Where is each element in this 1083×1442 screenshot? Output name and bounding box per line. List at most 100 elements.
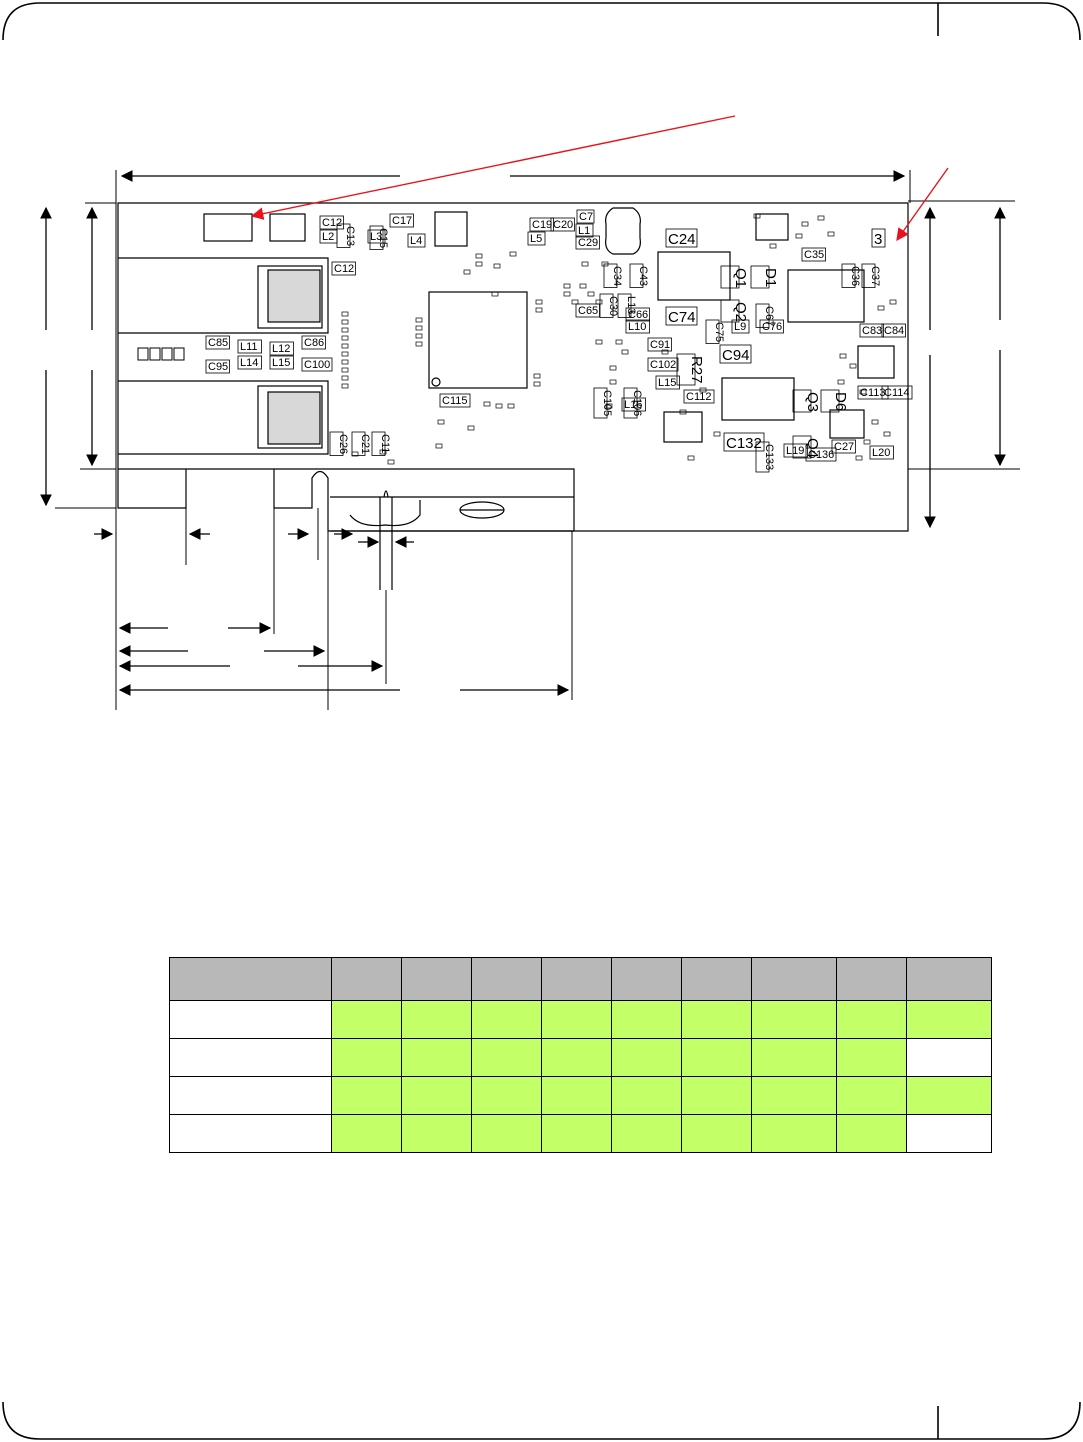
ic-top-left-2 xyxy=(269,213,306,242)
callout-arrows xyxy=(250,115,949,242)
component-label-l11: L11 xyxy=(240,341,258,353)
smd-pad xyxy=(595,299,603,305)
component-label-c74: C74 xyxy=(668,309,696,326)
spec-cell-2-8 xyxy=(836,1076,907,1115)
smd-pad xyxy=(475,261,483,267)
ic-small-1 xyxy=(755,213,789,241)
component-outline-q1 xyxy=(720,265,740,289)
component-outline-c115 xyxy=(439,393,471,408)
smd-pad xyxy=(753,213,761,219)
smd-pad xyxy=(533,381,541,387)
spec-cell-3-4 xyxy=(541,1114,612,1153)
component-label-l3: L3 xyxy=(370,231,382,243)
spec-cell-1-1 xyxy=(331,1038,402,1077)
component-label-c100: C100 xyxy=(304,359,330,371)
smd-pad xyxy=(483,401,491,407)
smd-pad xyxy=(795,233,803,239)
component-label-c84: C84 xyxy=(884,325,904,337)
smd-pad xyxy=(571,299,579,305)
component-label-c24: C24 xyxy=(668,231,696,248)
component-outline-l10 xyxy=(625,319,650,334)
smd-pad xyxy=(533,373,541,379)
spec-cell-1-4 xyxy=(541,1038,612,1077)
smd-pad xyxy=(341,375,349,381)
spec-header-cell-2 xyxy=(401,957,472,1001)
smd-pad xyxy=(341,319,349,325)
component-outline-l16 xyxy=(621,397,646,412)
smd-pad xyxy=(579,283,587,289)
spec-cell-3-5 xyxy=(611,1114,682,1153)
left-component-strip xyxy=(137,347,185,361)
component-outline-c19 xyxy=(529,217,554,232)
spec-header-cell-4 xyxy=(541,957,612,1001)
component-outline-c26 xyxy=(329,431,344,456)
component-label-r27: R27 xyxy=(688,356,705,384)
spec-header-cell-1 xyxy=(331,957,402,1001)
component-outline-d6 xyxy=(820,389,840,413)
main-processor xyxy=(428,291,528,389)
smd-pad xyxy=(837,379,845,385)
smd-pad xyxy=(609,365,617,371)
component-outline-c21 xyxy=(351,431,366,456)
smd-pad xyxy=(493,263,501,269)
component-outline-c86 xyxy=(301,335,326,350)
spec-cell-2-1 xyxy=(331,1076,402,1115)
component-outline-c17 xyxy=(389,213,414,228)
spec-cell-2-5 xyxy=(611,1076,682,1115)
component-label-l1: L1 xyxy=(578,225,590,237)
component-outline-c27 xyxy=(831,439,856,454)
spec-cell-2-6 xyxy=(681,1076,752,1115)
spec-cell-0-2 xyxy=(401,1000,472,1039)
spec-cell-0-3 xyxy=(471,1000,542,1039)
spec-cell-0-0 xyxy=(169,1000,332,1039)
component-outline-c29 xyxy=(575,235,600,250)
smd-pads xyxy=(341,213,897,465)
ic-power-1 xyxy=(657,251,731,301)
component-label-l14: L14 xyxy=(240,357,258,369)
component-outline-l2 xyxy=(319,229,338,244)
component-outline-q4 xyxy=(792,435,812,459)
spec-header-cell-3 xyxy=(471,957,542,1001)
component-label-l4: L4 xyxy=(410,235,422,247)
component-label-c94: C94 xyxy=(722,347,750,364)
smd-pad xyxy=(871,419,879,425)
component-label-l9: L9 xyxy=(734,321,746,333)
component-label-c115: C115 xyxy=(442,395,467,407)
spec-cell-2-7 xyxy=(751,1076,837,1115)
spec-header-cell-5 xyxy=(611,957,682,1001)
component-outline-c43 xyxy=(629,263,644,288)
smd-pad xyxy=(341,359,349,365)
port-lower xyxy=(118,380,329,455)
component-outline-q2 xyxy=(720,299,740,323)
component-outline-d1 xyxy=(750,265,770,289)
component-label-c114: C114 xyxy=(884,387,909,399)
smd-pad xyxy=(849,363,857,369)
component-label-d6: D6 xyxy=(832,392,849,411)
smd-pad xyxy=(687,455,695,461)
component-outline-c83 xyxy=(859,323,884,338)
smd-pad xyxy=(817,215,825,221)
spec-header-cell-0 xyxy=(169,957,332,1001)
smd-pad xyxy=(415,341,423,347)
component-outline-l13 xyxy=(617,293,632,318)
ic-small-3 xyxy=(857,345,895,379)
component-outline-c100 xyxy=(301,357,333,372)
component-outline-l3 xyxy=(367,229,386,244)
ic-top-mid xyxy=(434,211,468,247)
smd-pad xyxy=(587,291,595,297)
smd-pad xyxy=(563,291,571,297)
smd-pad xyxy=(699,387,707,393)
smd-pad xyxy=(341,351,349,357)
smd-pad xyxy=(535,299,543,305)
spec-cell-1-0 xyxy=(169,1038,332,1077)
spec-header-cell-6 xyxy=(681,957,752,1001)
smd-pad xyxy=(507,403,515,409)
component-label-c132: C132 xyxy=(726,435,762,452)
smd-pad xyxy=(341,367,349,373)
component-outline-c35 xyxy=(801,247,826,262)
component-outline-c11 xyxy=(371,431,386,456)
component-label-l16: L16 xyxy=(624,399,642,411)
smd-pad xyxy=(351,451,359,457)
spec-table-row xyxy=(169,1114,992,1153)
component-outline-c20 xyxy=(550,217,575,232)
